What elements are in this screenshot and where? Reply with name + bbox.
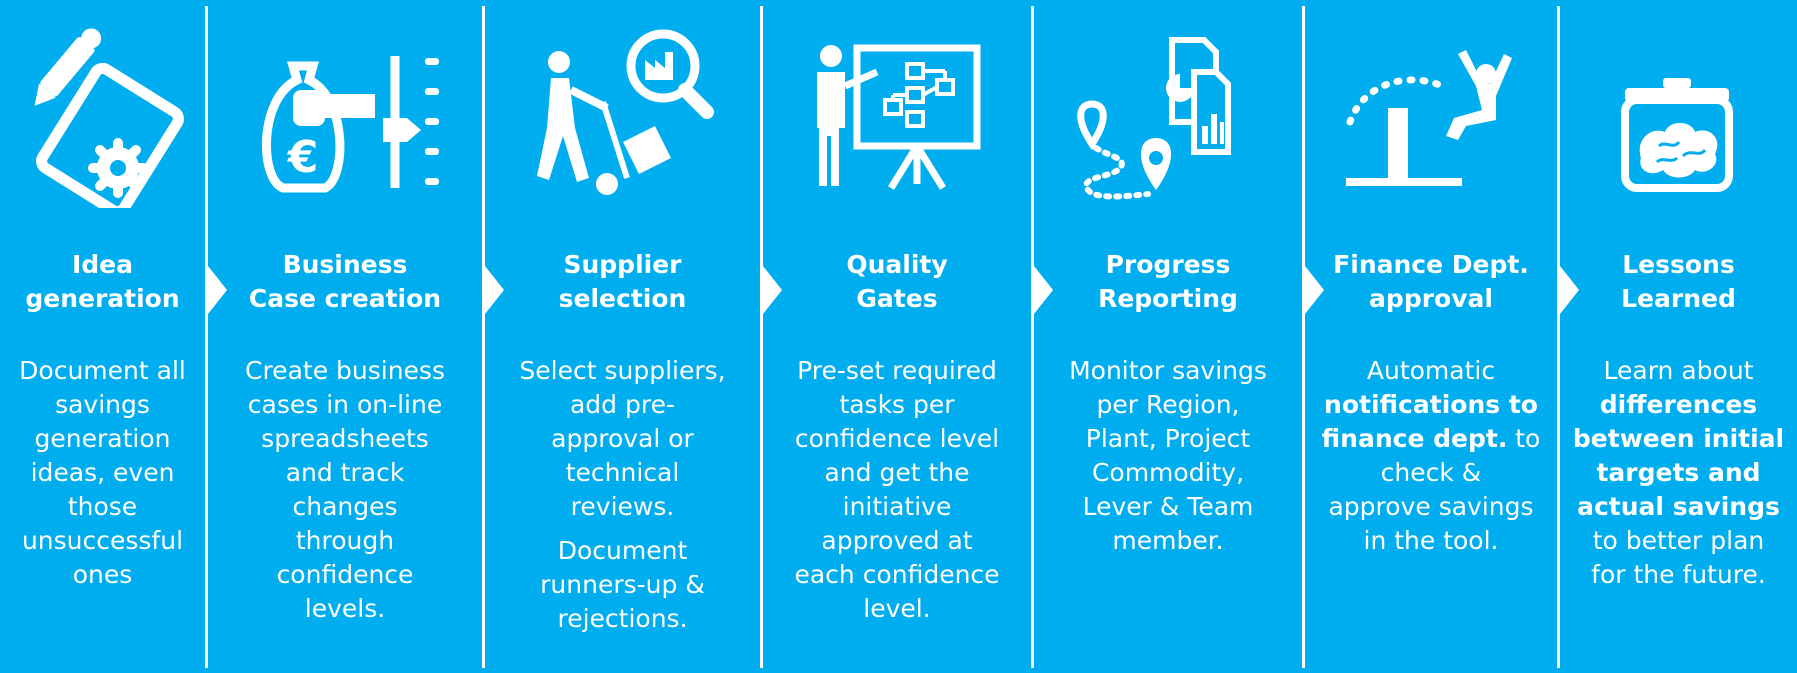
clipboard-pencil-gear-icon <box>0 28 205 208</box>
person-jumping-hurdle-icon <box>1305 28 1557 208</box>
brain-jar-icon <box>1560 28 1797 208</box>
step-description: Learn about differences between initial … <box>1572 356 1785 589</box>
svg-text:€: € <box>287 132 319 183</box>
step-finance-approval: Finance Dept.approval Automatic notifica… <box>1305 0 1557 673</box>
step-arrow-icon <box>208 266 227 314</box>
step-description: Automatic notifications to finance dept.… <box>1321 356 1541 555</box>
worker-hand-truck-factory-search-icon <box>485 28 760 208</box>
step-arrow-icon <box>1305 266 1324 314</box>
step-divider <box>1031 6 1034 668</box>
step-divider <box>1557 6 1560 668</box>
step-divider <box>760 6 763 668</box>
presenter-flowchart-board-icon <box>763 28 1031 208</box>
step-arrow-icon <box>1034 266 1053 314</box>
step-divider <box>205 6 208 668</box>
step-divider <box>482 6 485 668</box>
step-arrow-icon <box>485 266 504 314</box>
route-pins-reports-icon <box>1034 28 1302 208</box>
step-divider <box>1302 6 1305 668</box>
step-arrow-icon <box>763 266 782 314</box>
step-arrow-icon <box>1560 266 1579 314</box>
money-bag-euro-slider-icon: € <box>208 28 482 208</box>
step-title: Finance Dept.approval <box>1333 250 1529 313</box>
